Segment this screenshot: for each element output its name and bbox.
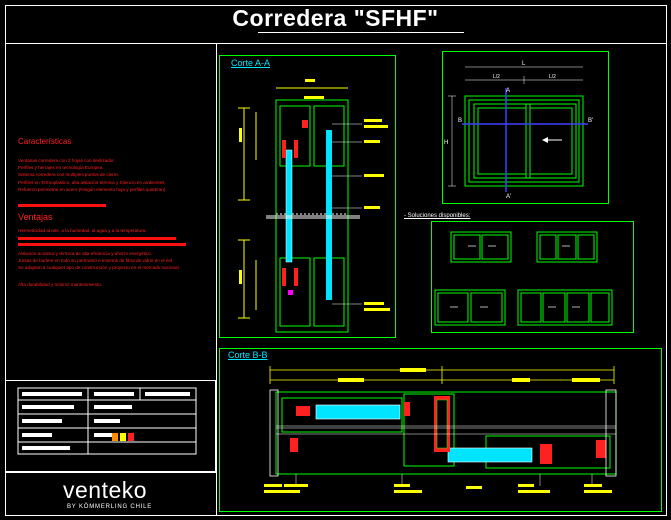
ventajas-line: Juntas de burlete en todo su perímetro e… — [18, 258, 174, 263]
plan-view-panel — [442, 51, 609, 204]
drawing-border — [5, 5, 667, 516]
corte-bb-label: Corte B-B — [228, 350, 268, 360]
section-b-left: B — [458, 118, 462, 124]
ventajas-line: Alta durabilidad y mínimo mantenimiento. — [18, 282, 103, 287]
title-underline — [258, 32, 464, 33]
ventajas-heading: Ventajas — [18, 212, 53, 222]
corte-aa-panel — [219, 55, 396, 338]
page-title: Corredera "SFHF" — [232, 5, 439, 31]
left-column-divider — [216, 43, 217, 516]
ventajas-bar — [18, 237, 176, 240]
brand-tagline: BY KÖMMERLING CHILE — [67, 504, 153, 510]
dim-half-right: L/2 — [549, 74, 556, 80]
soluciones-panel — [431, 221, 634, 333]
ventajas-bar — [18, 243, 186, 246]
soluciones-label: - Soluciones disponibles: — [404, 213, 471, 219]
logo-divider — [5, 472, 216, 473]
ventajas-line: Se adaptan a cualquier tipo de construcc… — [18, 265, 180, 270]
ventajas-line: Hermeticidad al aire, a la humedad, al a… — [18, 228, 147, 233]
corte-aa-label: Corte A-A — [231, 58, 271, 68]
caracteristicas-line: Perfiles y herrajes en tecnología Europe… — [18, 165, 104, 170]
caracteristicas-line: Perfiles en Termoplastico, alta aislació… — [18, 180, 166, 185]
brand-logo: venteko — [63, 477, 148, 503]
caracteristicas-heading: Características — [18, 137, 72, 146]
dim-half-left: L/2 — [493, 74, 500, 80]
caracteristicas-line: Refuerzo perimetral en acero (Ningún ele… — [18, 187, 167, 192]
corte-bb-panel — [219, 348, 662, 512]
caracteristicas-line: Sistema corredera con multiples puntos d… — [18, 172, 120, 177]
title-divider — [5, 43, 667, 44]
section-a-bottom: A' — [506, 194, 511, 200]
section-a-top: A — [506, 88, 510, 94]
dim-height: H — [444, 140, 448, 146]
caracteristicas-underline — [18, 204, 106, 207]
dim-width: L — [522, 61, 526, 67]
caracteristicas-line: Ventanas corredera con 2 hojas con desli… — [18, 158, 115, 163]
section-b-right: B' — [588, 118, 593, 124]
ventajas-line: Aislación acústica y térmica de alta efi… — [18, 251, 153, 256]
title-block — [5, 380, 216, 472]
